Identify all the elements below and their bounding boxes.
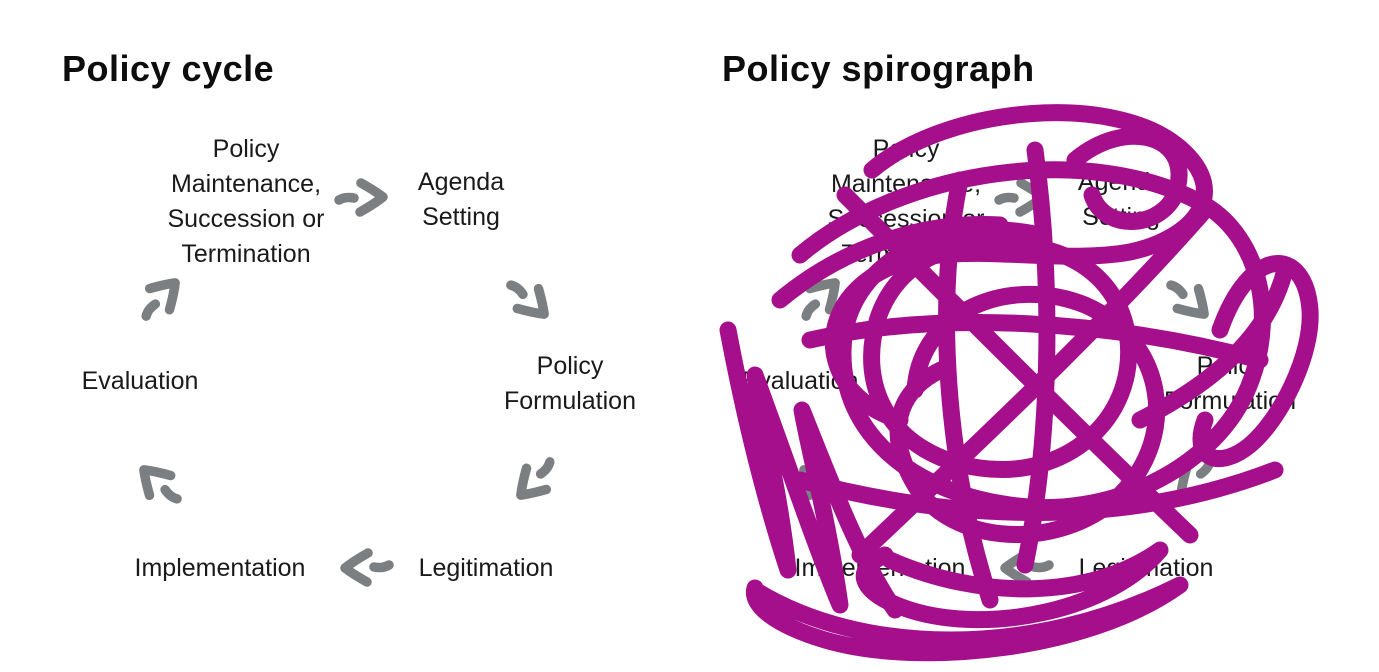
cycle-node-maintenance: Policy Maintenance, Succession or Termin…: [827, 135, 985, 268]
arrow-icon-maintenance-to-agenda: [333, 175, 393, 219]
arrow-icon-agenda-to-formulation: [1153, 263, 1227, 337]
arrow-icon-implementation-to-evaluation: [121, 447, 195, 521]
cycle-node-evaluation: Evaluation: [81, 367, 199, 395]
cycle-node-implementation: Implementation: [794, 554, 966, 582]
cycle-node-maintenance: Policy Maintenance, Succession or Termin…: [167, 135, 325, 268]
policy-cycle-title: Policy cycle: [62, 48, 275, 89]
policy-spirograph-title: Policy spirograph: [722, 48, 1035, 89]
cycle-node-policy-formulation: Policy Formulation: [504, 352, 636, 415]
policy-cycle-diagram: Policy cycle Policy Maintenance, Success…: [62, 48, 636, 672]
policy-spirograph-diagram: Policy spirograph Policy Maintenance, Su…: [660, 0, 1379, 672]
arrow-icon-agenda-to-formulation: [493, 263, 567, 337]
arrow-icon-formulation-to-legitimation: [498, 444, 572, 518]
cycle-node-agenda-setting: Agenda Setting: [1077, 168, 1165, 231]
cycle-node-legitimation: Legitimation: [1078, 554, 1214, 582]
arrow-icon-legitimation-to-implementation: [995, 546, 1055, 590]
cycle-node-legitimation: Legitimation: [418, 554, 554, 582]
arrow-icon-maintenance-to-agenda: [993, 175, 1053, 219]
cycle-node-implementation: Implementation: [134, 554, 306, 582]
arrow-icon-formulation-to-legitimation: [1158, 444, 1232, 518]
cycle-node-evaluation: Evaluation: [741, 367, 859, 395]
arrow-icon-implementation-to-evaluation: [781, 447, 855, 521]
arrow-icon-legitimation-to-implementation: [335, 546, 395, 590]
cycle-node-agenda-setting: Agenda Setting: [417, 168, 505, 231]
cycle-node-policy-formulation: Policy Formulation: [1164, 352, 1296, 415]
